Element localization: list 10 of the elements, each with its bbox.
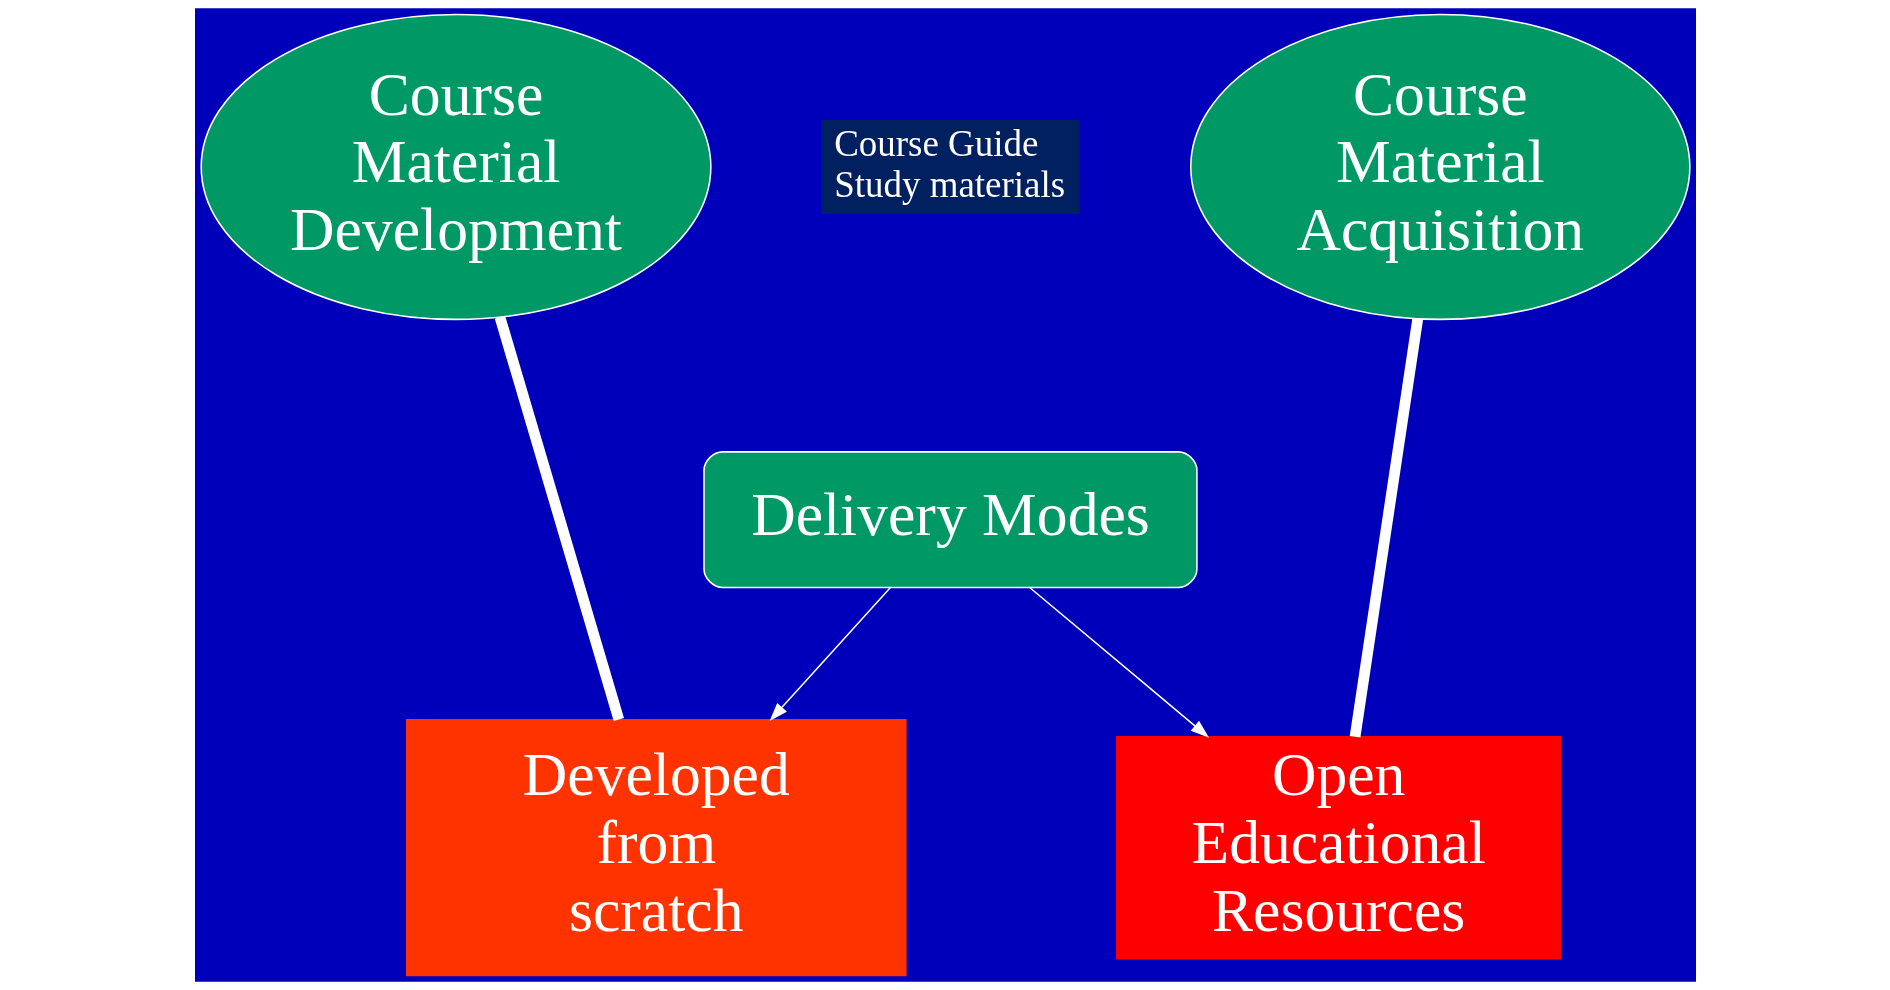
connector — [494, 315, 624, 721]
node-box: Open Educational Resources — [1115, 736, 1561, 960]
arrow — [1028, 586, 1209, 738]
node-box: Delivery Modes — [702, 451, 1198, 589]
connector — [1349, 318, 1423, 738]
node-ellipse: Course Material Acquisition — [1189, 13, 1691, 321]
node-box: Developed from scratch — [405, 719, 907, 977]
node-box: Course Guide Study materials — [820, 119, 1080, 214]
node-ellipse: Course Material Development — [199, 13, 712, 321]
arrow — [769, 586, 891, 721]
